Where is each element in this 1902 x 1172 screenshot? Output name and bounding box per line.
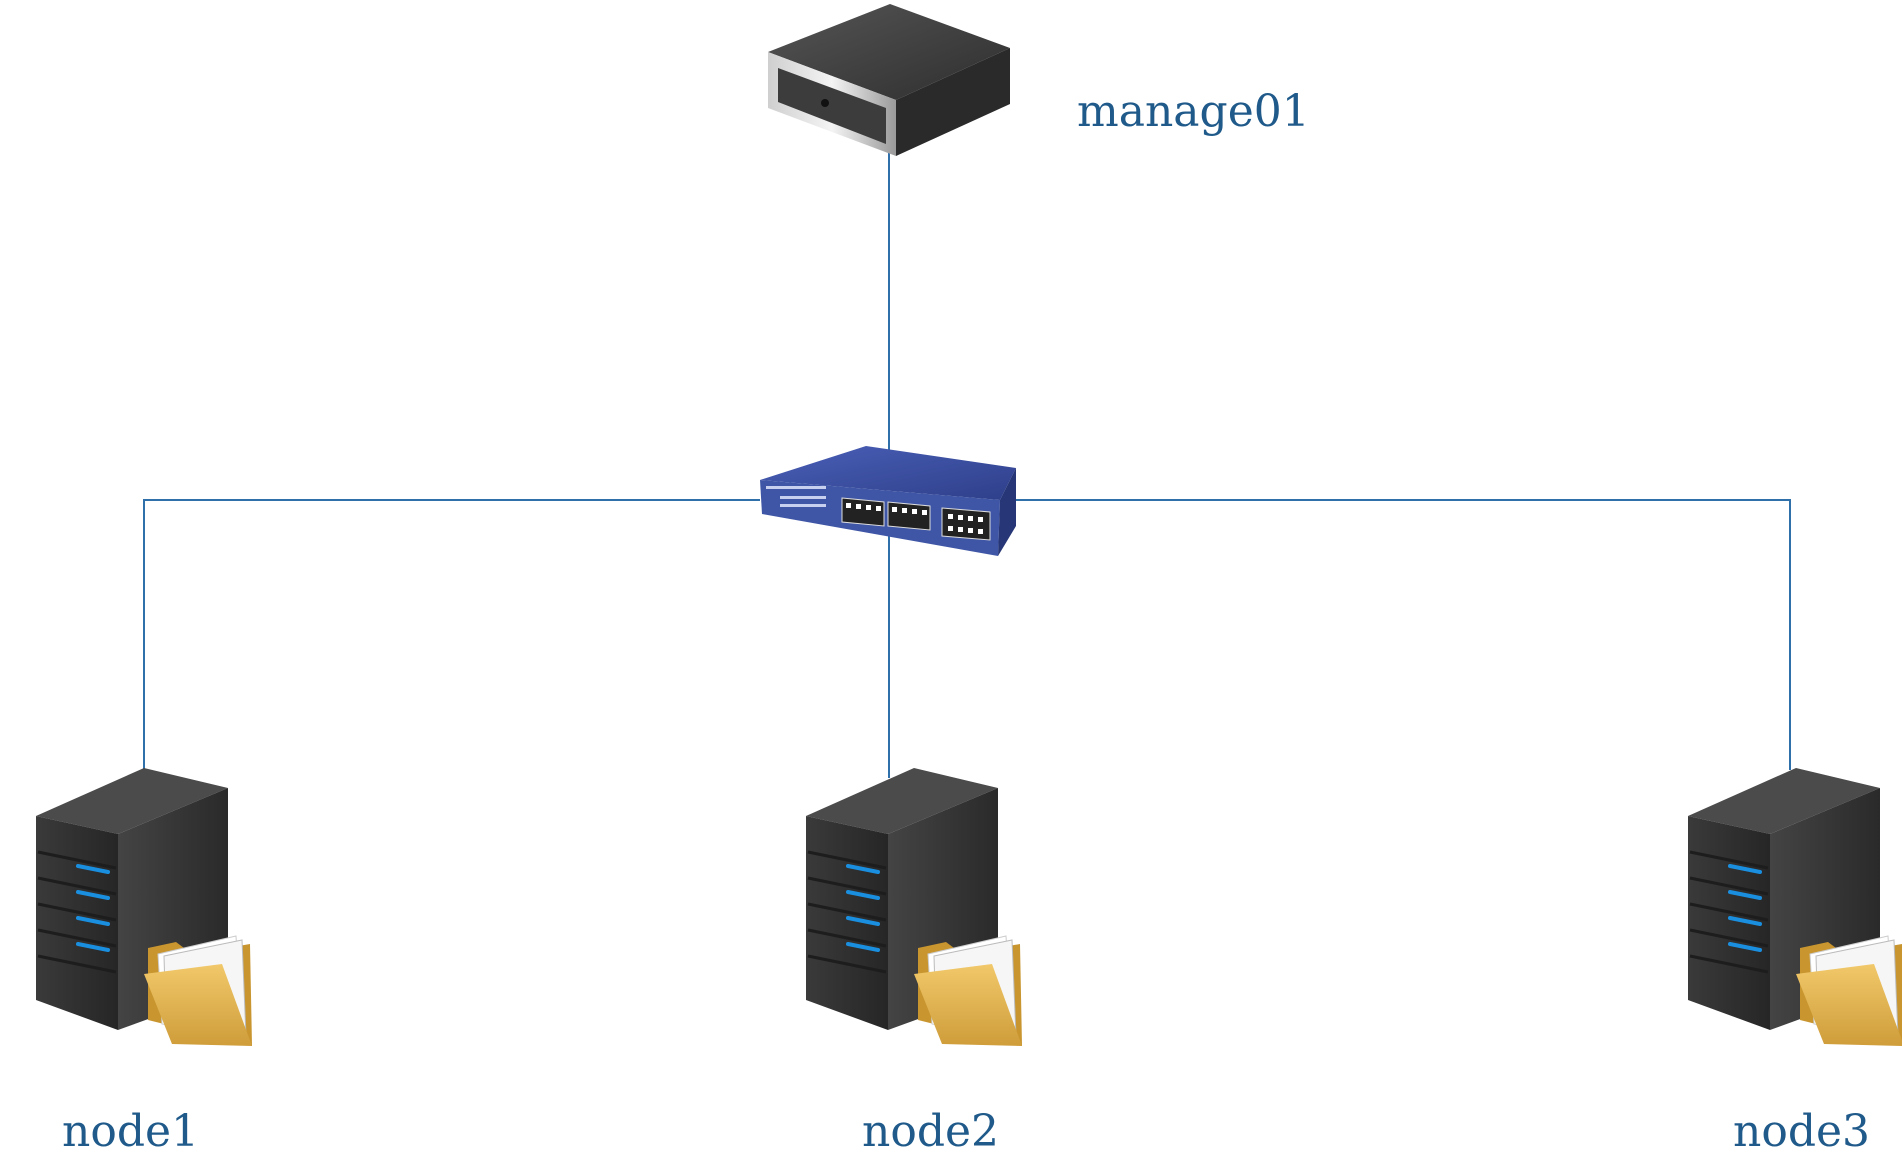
rack-server-icon bbox=[768, 4, 1010, 156]
tower-server-with-folder-icon bbox=[1686, 766, 1902, 1048]
link-switch-node3 bbox=[1016, 499, 1791, 770]
node3-label: node3 bbox=[1733, 1106, 1871, 1157]
link-switch-node1 bbox=[143, 499, 760, 770]
network-switch-icon bbox=[760, 446, 1016, 556]
tower-server-with-folder-icon bbox=[34, 766, 254, 1048]
network-links bbox=[143, 150, 1791, 778]
tower-server-with-folder-icon bbox=[804, 766, 1024, 1048]
node1-label: node1 bbox=[62, 1106, 200, 1157]
manager-label: manage01 bbox=[1077, 86, 1310, 137]
node2-label: node2 bbox=[862, 1106, 1000, 1157]
